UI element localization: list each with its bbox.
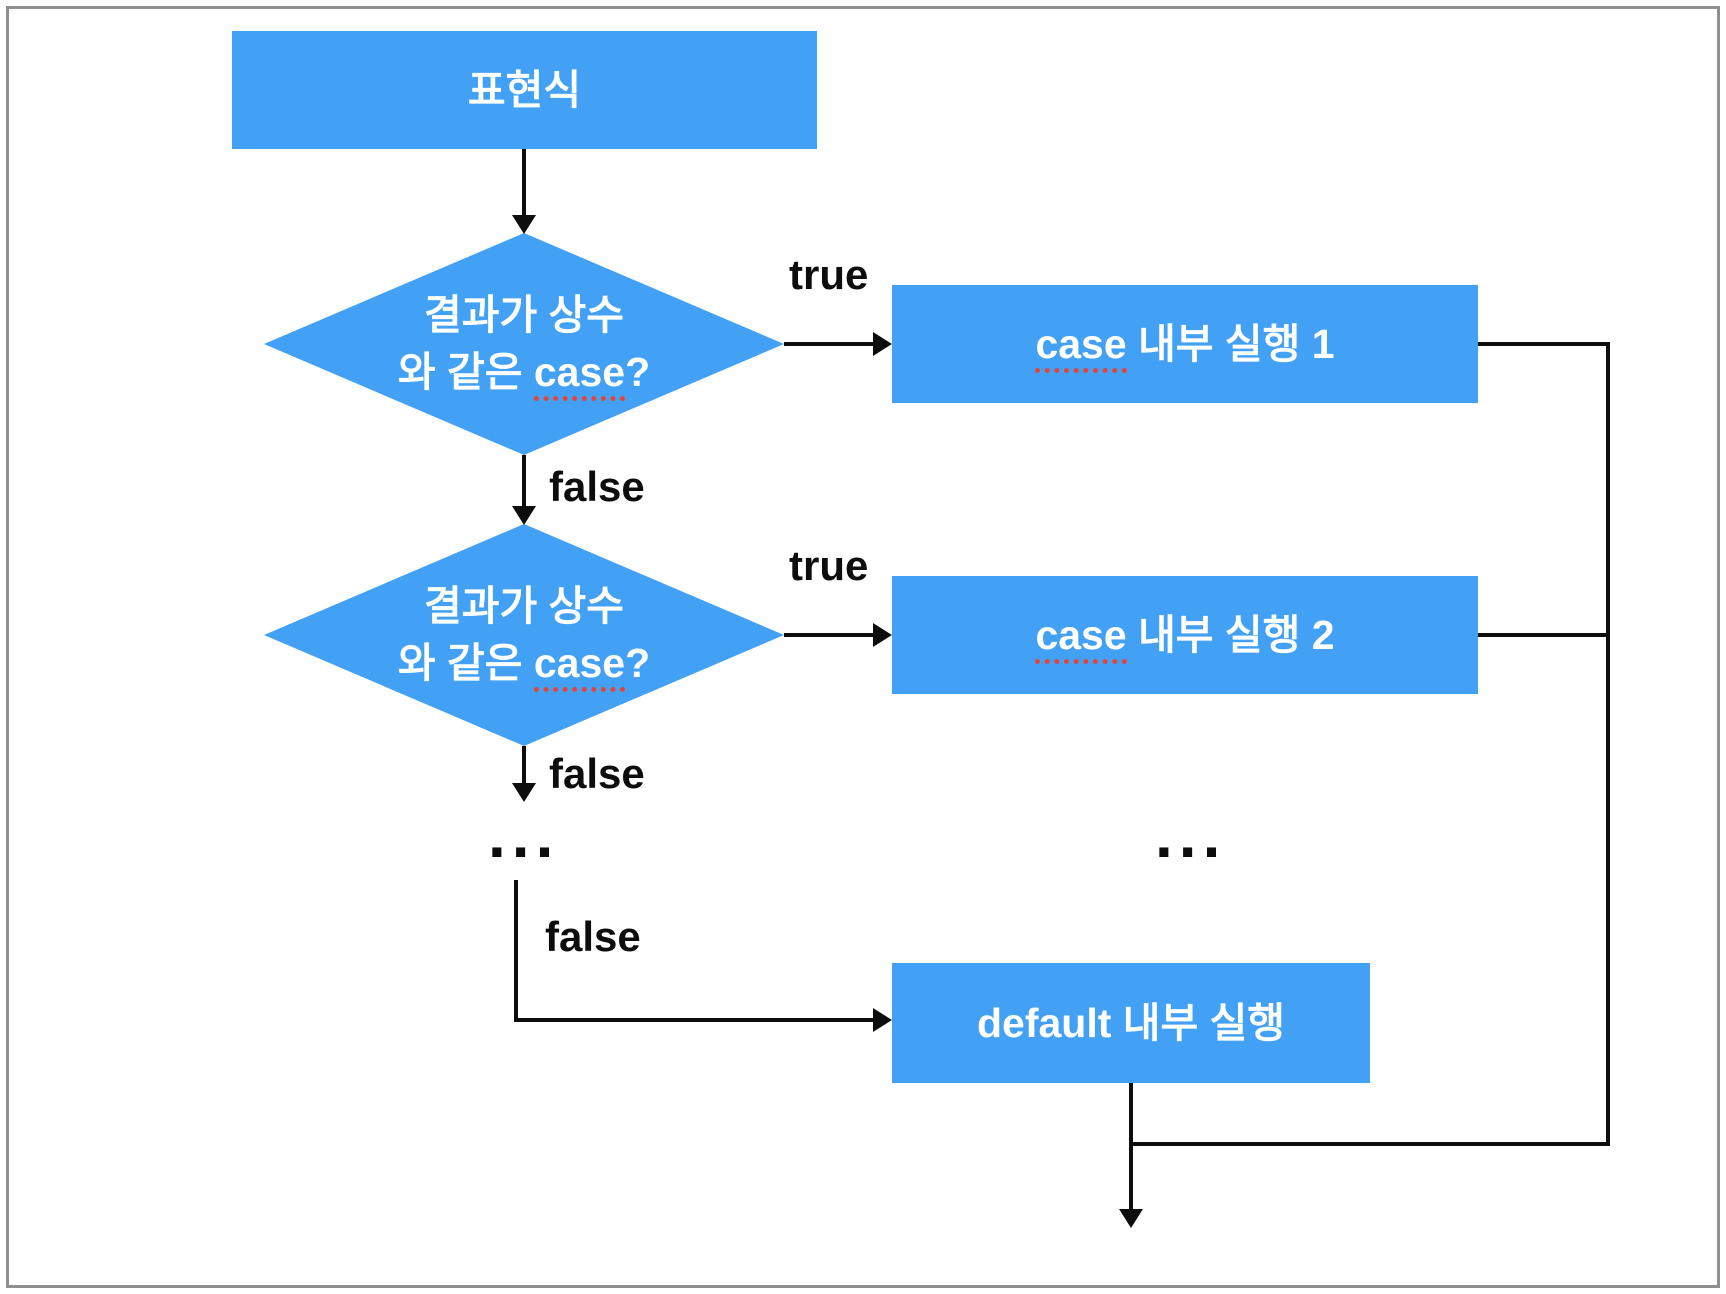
edge-default-out — [1129, 1083, 1133, 1210]
decision1-line1: 결과가 상수 — [424, 292, 624, 339]
edge-label-true2: true — [789, 542, 869, 589]
arrowhead-into-case2 — [873, 623, 892, 647]
edge-expression-to-decision1 — [522, 149, 526, 219]
arrowhead-into-default — [873, 1008, 892, 1032]
arrowhead-final-out — [1119, 1209, 1143, 1228]
edge-rail-merge — [1129, 1142, 1610, 1146]
edge-decision2-true — [784, 633, 876, 637]
node-decision-case2: 결과가 상수 와 같은 case? — [264, 524, 784, 746]
edge-case1-exit — [1478, 342, 1610, 346]
case1-spellchecked-word: case — [1035, 320, 1127, 373]
node-decision-case1: 결과가 상수 와 같은 case? — [264, 233, 784, 455]
edge-right-rail — [1606, 342, 1610, 1146]
decision2-line2: 와 같은 case? — [398, 635, 650, 692]
arrowhead-into-case1 — [873, 332, 892, 356]
ellipsis-right: ... — [1155, 799, 1227, 871]
case2-label: case 내부 실행 2 — [1035, 608, 1335, 664]
arrowhead-into-decision2 — [512, 506, 536, 525]
edge-into-default — [514, 1018, 874, 1022]
decision2-line1: 결과가 상수 — [424, 583, 624, 630]
edge-decision1-false — [522, 455, 526, 510]
edge-label-false2: false — [549, 750, 645, 797]
node-expression: 표현식 — [232, 31, 817, 149]
case2-spellchecked-word: case — [1035, 611, 1127, 664]
node-case2-body: case 내부 실행 2 — [892, 576, 1478, 694]
edge-decision1-true — [784, 342, 876, 346]
ellipsis-left: ... — [488, 799, 560, 871]
default-label: default 내부 실행 — [976, 999, 1286, 1046]
case1-label: case 내부 실행 1 — [1035, 317, 1335, 373]
decision1-line2: 와 같은 case? — [398, 344, 650, 401]
edge-ellipsis-down — [514, 880, 518, 1022]
edge-label-false3: false — [545, 913, 641, 960]
edge-label-false1: false — [549, 463, 645, 510]
node-default-body: default 내부 실행 — [892, 963, 1370, 1083]
edge-decision2-false — [522, 746, 526, 786]
edge-label-true1: true — [789, 251, 869, 298]
decision2-spellchecked-word: case — [533, 640, 626, 692]
decision1-spellchecked-word: case — [533, 349, 626, 401]
node-expression-label: 표현식 — [467, 66, 582, 113]
arrowhead-into-decision1 — [512, 215, 536, 234]
arrowhead-decision2-false — [512, 783, 536, 802]
node-case1-body: case 내부 실행 1 — [892, 285, 1478, 403]
edge-case2-exit — [1478, 633, 1610, 637]
